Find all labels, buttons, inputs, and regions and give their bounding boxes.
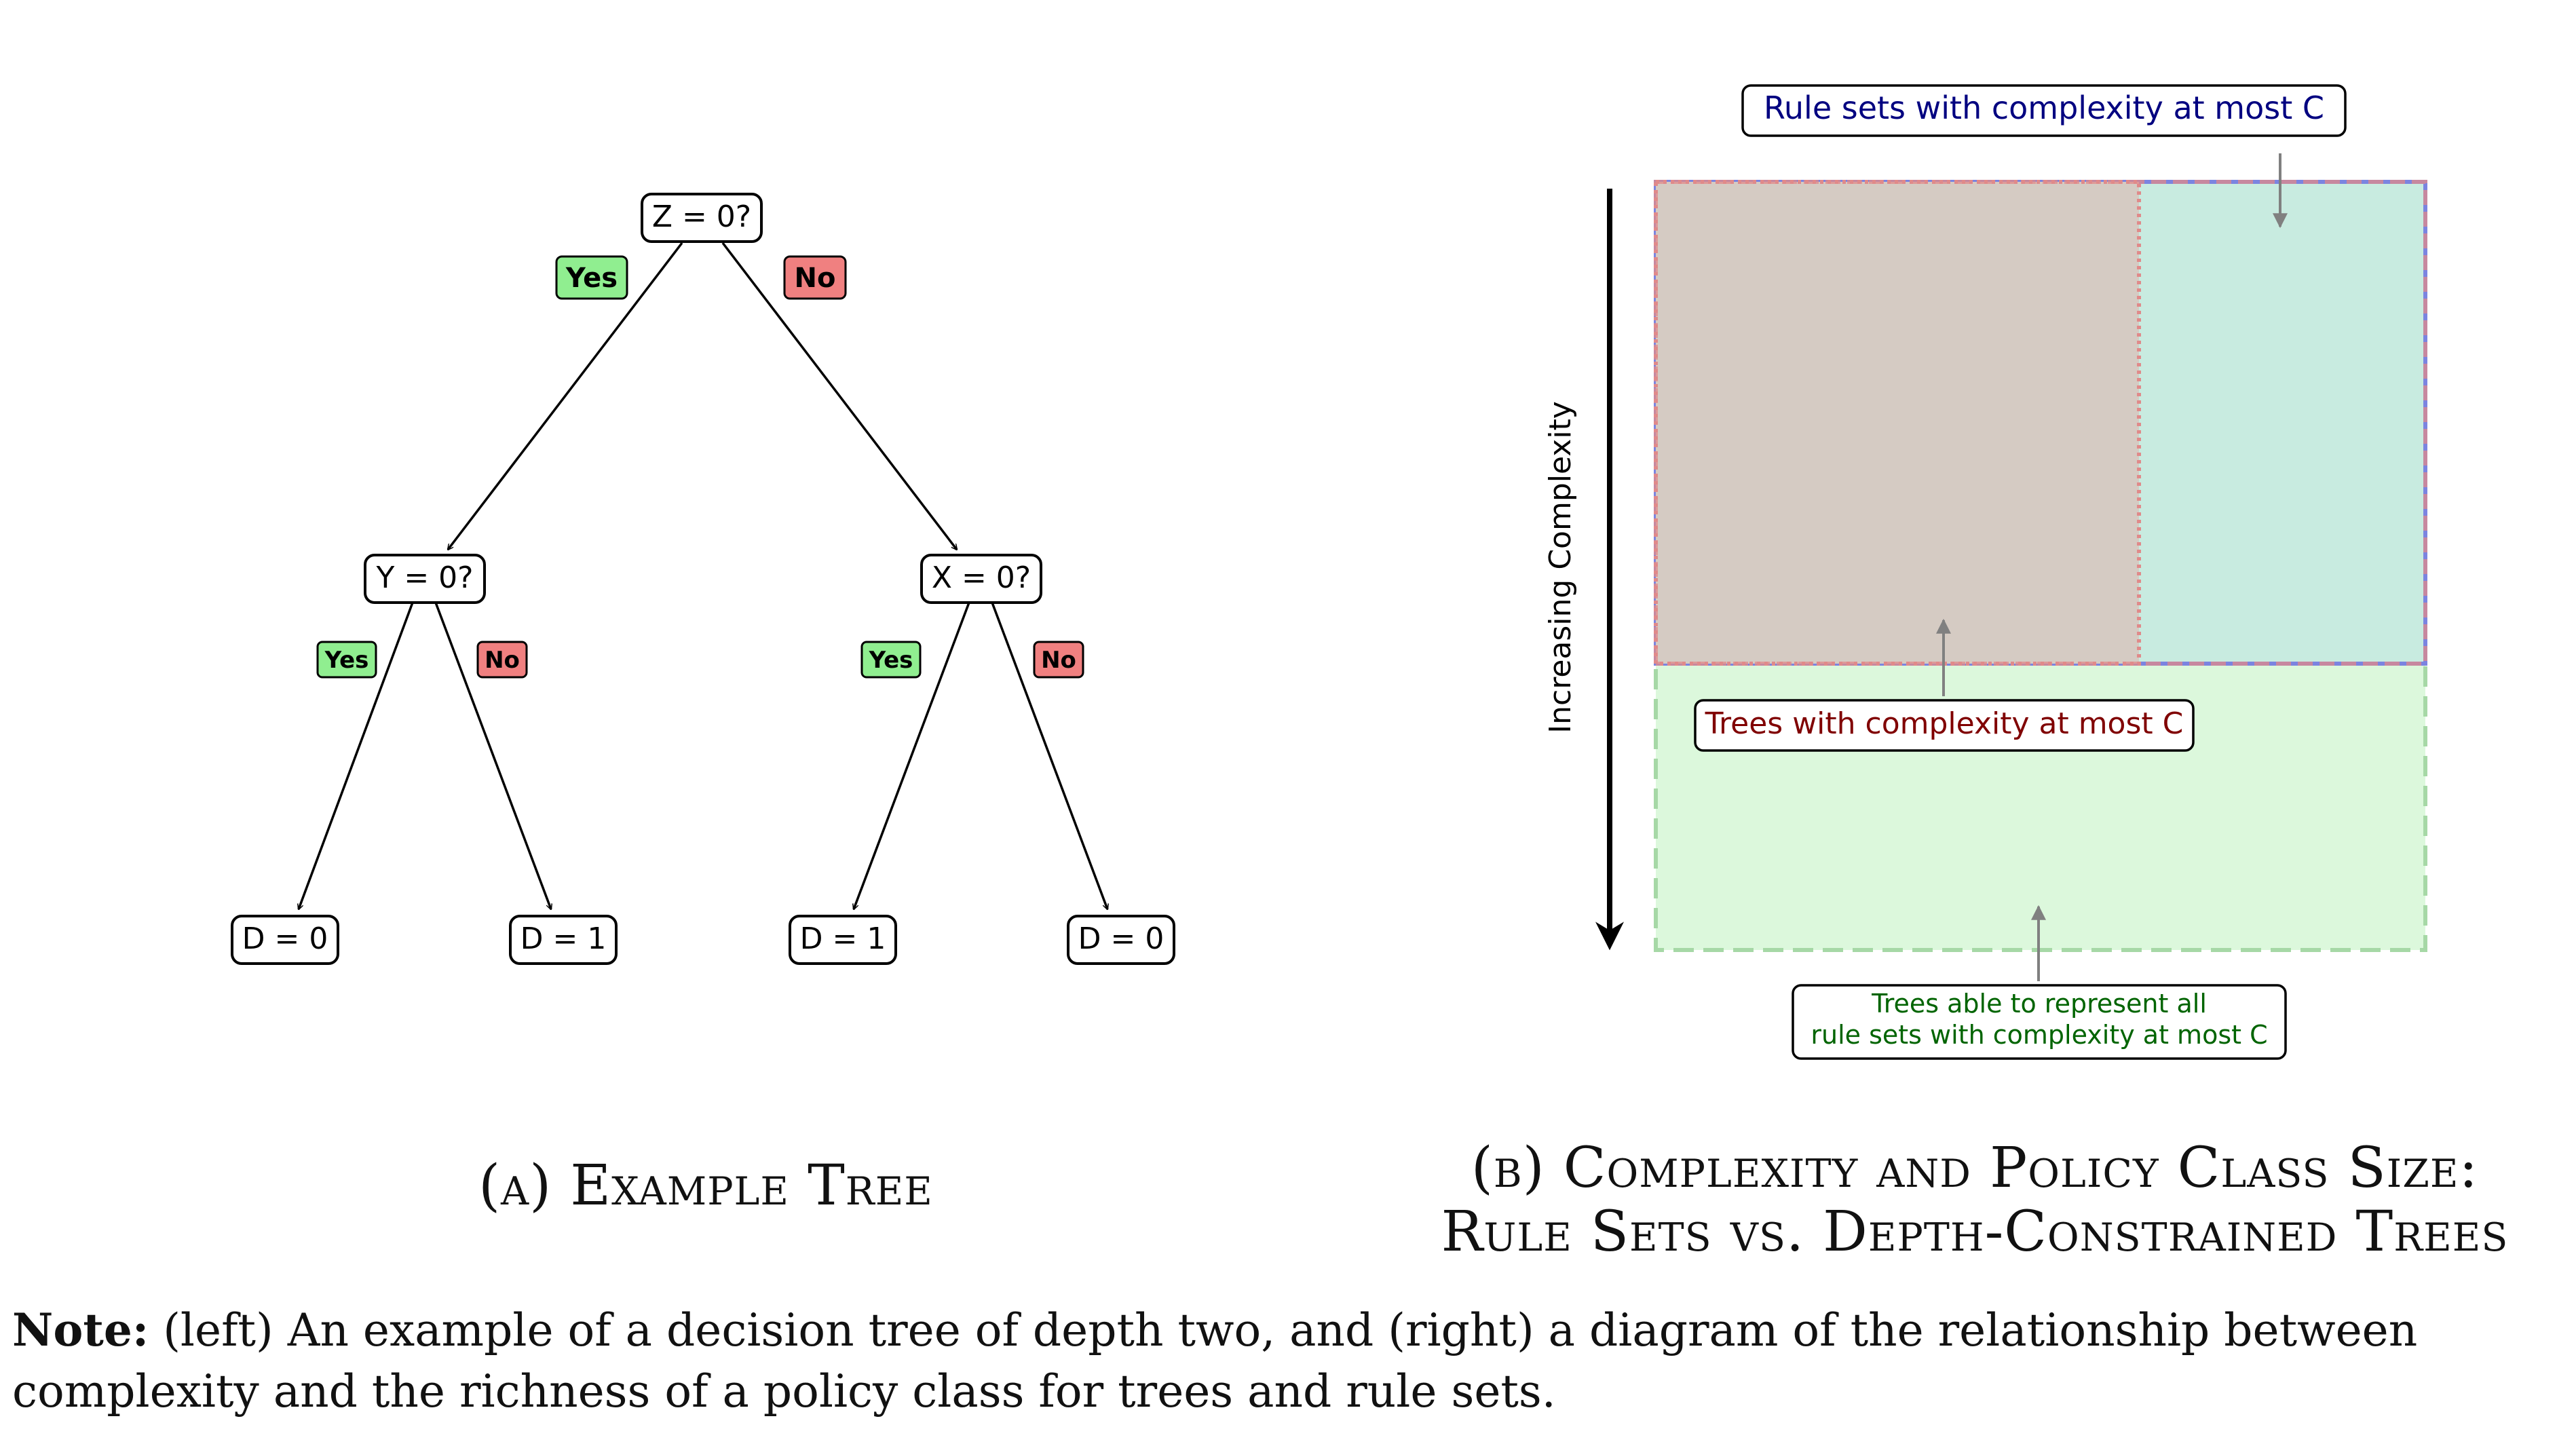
node-root-label: Z = 0? bbox=[652, 200, 751, 234]
complexity-diagram: Increasing Complexity Rule sets with com… bbox=[1543, 84, 2427, 1060]
edge-left-leaf2 bbox=[434, 602, 551, 909]
leaf-4: D = 0 bbox=[1067, 915, 1175, 965]
caption-b-line2: Rule Sets vs. Depth-Constrained Trees bbox=[1441, 1200, 2509, 1264]
caption-b-line1: (b) Complexity and Policy Class Size: bbox=[1471, 1136, 2479, 1200]
node-root: Z = 0? bbox=[641, 193, 763, 243]
edge-left-leaf1 bbox=[299, 602, 414, 909]
badge-no-root: No bbox=[783, 255, 847, 300]
leaf-4-label: D = 0 bbox=[1078, 922, 1164, 956]
leaf-2-label: D = 1 bbox=[520, 922, 607, 956]
edge-right-leaf3 bbox=[854, 602, 970, 909]
leaf-2: D = 1 bbox=[509, 915, 618, 965]
badge-yes-right: Yes bbox=[860, 641, 922, 679]
badge-no-right-label: No bbox=[1041, 647, 1076, 674]
badge-no-left: No bbox=[476, 641, 528, 679]
node-left: Y = 0? bbox=[364, 554, 486, 604]
badge-no-left-label: No bbox=[485, 647, 520, 674]
edge-right-leaf4 bbox=[991, 602, 1107, 909]
represent-label-line1: Trees able to represent all bbox=[1871, 989, 2207, 1019]
node-right: X = 0? bbox=[920, 554, 1042, 604]
complexity-axis-label: Increasing Complexity bbox=[1543, 401, 1578, 734]
node-right-label: X = 0? bbox=[932, 560, 1031, 595]
trees-callout: Trees with complexity at most C bbox=[1694, 618, 2195, 752]
trees-region bbox=[1654, 180, 2141, 666]
caption-a: (a) Example Tree bbox=[478, 1154, 933, 1218]
badge-yes-left: Yes bbox=[316, 641, 377, 679]
leaf-3-label: D = 1 bbox=[800, 922, 886, 956]
note-text: (left) An example of a decision tree of … bbox=[12, 1304, 2418, 1418]
represent-label-line2: rule sets with complexity at most C bbox=[1811, 1020, 2267, 1050]
badge-yes-right-label: Yes bbox=[869, 647, 913, 674]
node-left-label: Y = 0? bbox=[375, 560, 473, 595]
badge-yes-root-label: Yes bbox=[565, 263, 618, 294]
rule-sets-callout: Rule sets with complexity at most C bbox=[1741, 84, 2347, 229]
rule-sets-label: Rule sets with complexity at most C bbox=[1764, 90, 2324, 126]
badge-yes-root: Yes bbox=[555, 255, 628, 300]
caption-b: (b) Complexity and Policy Class Size: Ru… bbox=[1384, 1137, 2565, 1264]
leaf-3: D = 1 bbox=[789, 915, 897, 965]
badge-yes-left-label: Yes bbox=[324, 647, 369, 674]
badge-no-right: No bbox=[1033, 641, 1084, 679]
edge-root-right bbox=[721, 242, 957, 550]
leaf-1: D = 0 bbox=[231, 915, 339, 965]
figure-note: Note: (left) An example of a decision tr… bbox=[12, 1299, 2571, 1422]
trees-label: Trees with complexity at most C bbox=[1705, 706, 2184, 741]
example-tree: Z = 0? Y = 0? X = 0? D = 0 D = 1 D = 1 D… bbox=[231, 193, 1175, 965]
represent-callout: Trees able to represent all rule sets wi… bbox=[1792, 905, 2287, 1060]
leaf-1-label: D = 0 bbox=[242, 922, 328, 956]
badge-no-root-label: No bbox=[795, 263, 836, 294]
note-lead: Note: bbox=[12, 1304, 149, 1356]
edge-root-left bbox=[448, 242, 683, 550]
rule-sets-border-dash bbox=[1654, 180, 2427, 666]
